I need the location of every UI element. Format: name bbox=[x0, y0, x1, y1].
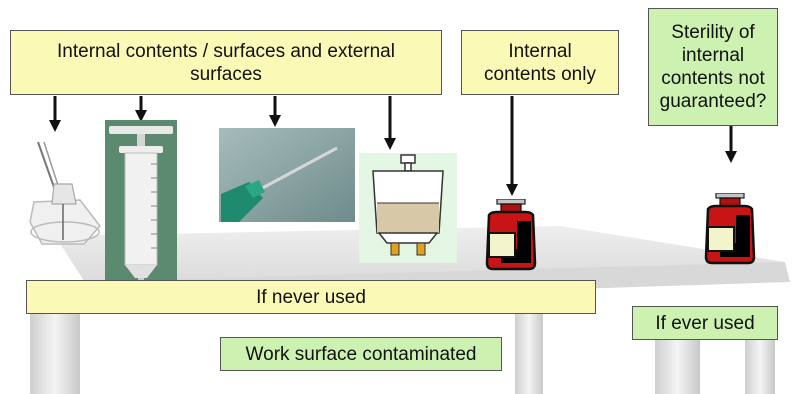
contents-and-surfaces-text: Internal contents / surfaces and externa… bbox=[57, 40, 395, 85]
if-ever-used-text: If ever used bbox=[655, 312, 755, 334]
contents-only-label: Internal contents only bbox=[461, 30, 619, 95]
syringe-icon bbox=[105, 120, 177, 296]
if-ever-used-label: If ever used bbox=[632, 306, 778, 340]
if-never-used-label: If never used bbox=[26, 280, 596, 314]
arrow-to-vial-1 bbox=[506, 96, 518, 196]
iv-bag-icon bbox=[359, 153, 457, 263]
arrow-to-iv-bag bbox=[384, 96, 396, 150]
contents-and-surfaces-label: Internal contents / surfaces and externa… bbox=[10, 30, 442, 95]
vial-icon bbox=[700, 193, 760, 265]
if-never-used-text: If never used bbox=[256, 286, 366, 308]
arrow-to-spike bbox=[49, 96, 61, 132]
contents-only-text: Internal contents only bbox=[484, 40, 596, 85]
arrow-to-vial-2 bbox=[725, 126, 737, 163]
vial-icon bbox=[481, 199, 541, 271]
arrow-to-syringe bbox=[135, 96, 147, 122]
needle-icon bbox=[219, 128, 355, 222]
sterility-text: Sterility of internal contents not guara… bbox=[659, 22, 767, 112]
work-surface-text: Work surface contaminated bbox=[245, 343, 477, 365]
work-surface-label: Work surface contaminated bbox=[220, 337, 502, 371]
spike-icon bbox=[22, 140, 107, 250]
arrow-to-needle bbox=[269, 96, 281, 127]
sterility-label: Sterility of internal contents not guara… bbox=[648, 8, 778, 126]
